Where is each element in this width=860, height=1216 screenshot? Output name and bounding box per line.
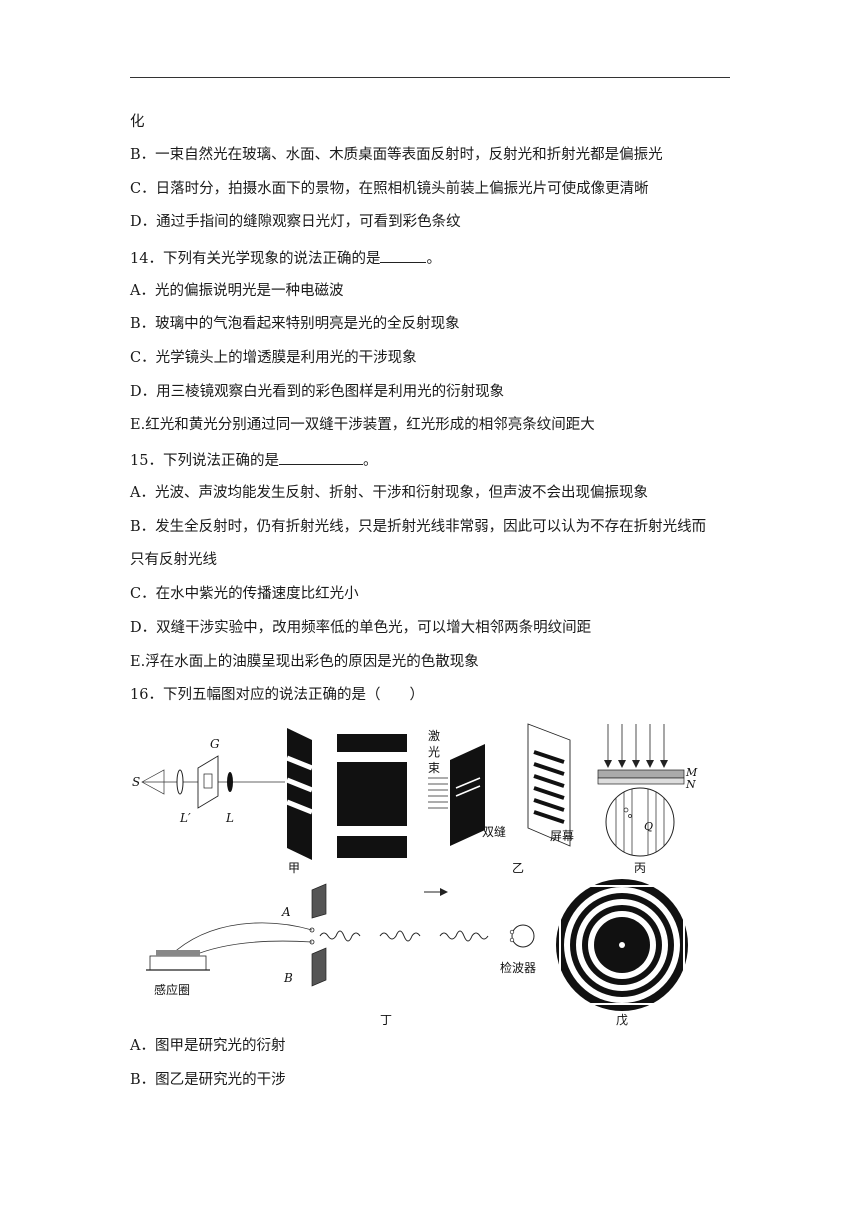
label-Q: Q (644, 820, 653, 833)
option-15a: A．光波、声波均能发生反射、折射、干涉和衍射现象，但声波不会出现偏振现象 (130, 485, 648, 501)
label-laser-3: 束 (428, 761, 440, 775)
label-G: G (210, 737, 220, 751)
option-14b: B．玻璃中的气泡看起来特别明亮是光的全反射现象 (130, 316, 460, 332)
option-15b-line2: 只有反射光线 (130, 552, 217, 568)
wave-train (319, 930, 489, 942)
label-laser-2: 光 (428, 745, 440, 759)
caption-yi: 乙 (512, 861, 524, 875)
figure-jia: S G L′ L 甲 (132, 728, 407, 875)
question-14: 14．下列有关光学现象的说法正确的是 。 (130, 248, 441, 268)
option-15e: E.浮在水面上的油膜呈现出彩色的原因是光的色散现象 (130, 654, 479, 670)
figure-yi: 激 光 束 双缝 屏幕 乙 (428, 723, 574, 875)
option-15c: C．在水中紫光的传播速度比红光小 (130, 586, 359, 602)
option-15d: D．双缝干涉实验中，改用频率低的单色光，可以增大相邻两条明纹间距 (130, 620, 592, 636)
text-line: 化 (130, 114, 145, 130)
plate-M (597, 769, 685, 779)
plate-A (311, 883, 327, 919)
detector-ring (511, 924, 535, 948)
polarizer-plate (197, 755, 219, 809)
option-13c: C．日落时分，拍摄水面下的景物，在照相机镜头前装上偏振光片可使成像更清晰 (130, 181, 649, 197)
figure-ding: A B 感应圈 检波器 丁 (146, 883, 536, 1027)
option-14c: C．光学镜头上的增透膜是利用光的干涉现象 (130, 350, 417, 366)
option-14e: E.红光和黄光分别通过同一双缝干涉装置，红光形成的相邻亮条纹间距大 (130, 417, 595, 433)
answer-blank-15[interactable] (278, 450, 363, 465)
question-14-stem: 14．下列有关光学现象的说法正确的是 (130, 251, 381, 267)
label-N: N (685, 778, 696, 791)
caption-ding: 丁 (380, 1013, 392, 1027)
label-A: A (281, 905, 291, 919)
lens-circle (605, 787, 675, 857)
induction-coil (149, 955, 207, 971)
label-L: L (225, 811, 234, 825)
striped-plate (287, 728, 312, 860)
option-16b: B．图乙是研究光的干涉 (130, 1072, 286, 1088)
double-slit-plate (450, 744, 485, 846)
plate-B (311, 947, 327, 987)
physics-figures: S G L′ L 甲 激 光 束 (132, 723, 698, 1027)
label-S: S (132, 775, 140, 789)
figure-wu: 戊 (556, 879, 688, 1027)
label-detector: 检波器 (500, 960, 536, 975)
question-14-end: 。 (426, 251, 441, 267)
caption-jia: 甲 (288, 861, 300, 875)
question-16: 16．下列五幅图对应的说法正确的是（ ） (130, 687, 424, 703)
option-14d: D．用三棱镜观察白光看到的彩色图样是利用光的衍射现象 (130, 384, 505, 400)
option-14a: A．光的偏振说明光是一种电磁波 (130, 283, 344, 299)
label-M: M (685, 766, 698, 779)
lens-icon (176, 769, 184, 795)
label-B: B (283, 971, 293, 985)
header-rule (130, 77, 730, 78)
caption-wu: 戊 (616, 1013, 628, 1027)
label-L-prime: L′ (179, 811, 191, 825)
option-15b-line1: B．发生全反射时，仍有折射光线，只是折射光线非常弱，因此可以认为不存在折射光线而 (130, 519, 707, 535)
label-coil: 感应圈 (154, 982, 190, 997)
question-15: 15．下列说法正确的是 。 (130, 450, 377, 470)
lens-L-icon (227, 772, 233, 792)
option-13d: D．通过手指间的缝隙观察日光灯，可看到彩色条纹 (130, 214, 461, 230)
question-15-stem: 15．下列说法正确的是 (130, 453, 279, 469)
label-double-slit: 双缝 (482, 824, 506, 839)
caption-bing: 丙 (634, 861, 646, 875)
option-13b: B．一束自然光在玻璃、水面、木质桌面等表面反射时，反射光和折射光都是偏振光 (130, 147, 663, 163)
question-15-end: 。 (362, 453, 378, 469)
option-16a: A．图甲是研究光的衍射 (130, 1038, 286, 1054)
label-laser-1: 激 (428, 729, 440, 743)
answer-blank-14[interactable] (380, 248, 427, 263)
figure-bing: M N Q 丙 (597, 724, 698, 875)
label-screen: 屏幕 (550, 829, 574, 843)
plate-N (597, 777, 685, 785)
